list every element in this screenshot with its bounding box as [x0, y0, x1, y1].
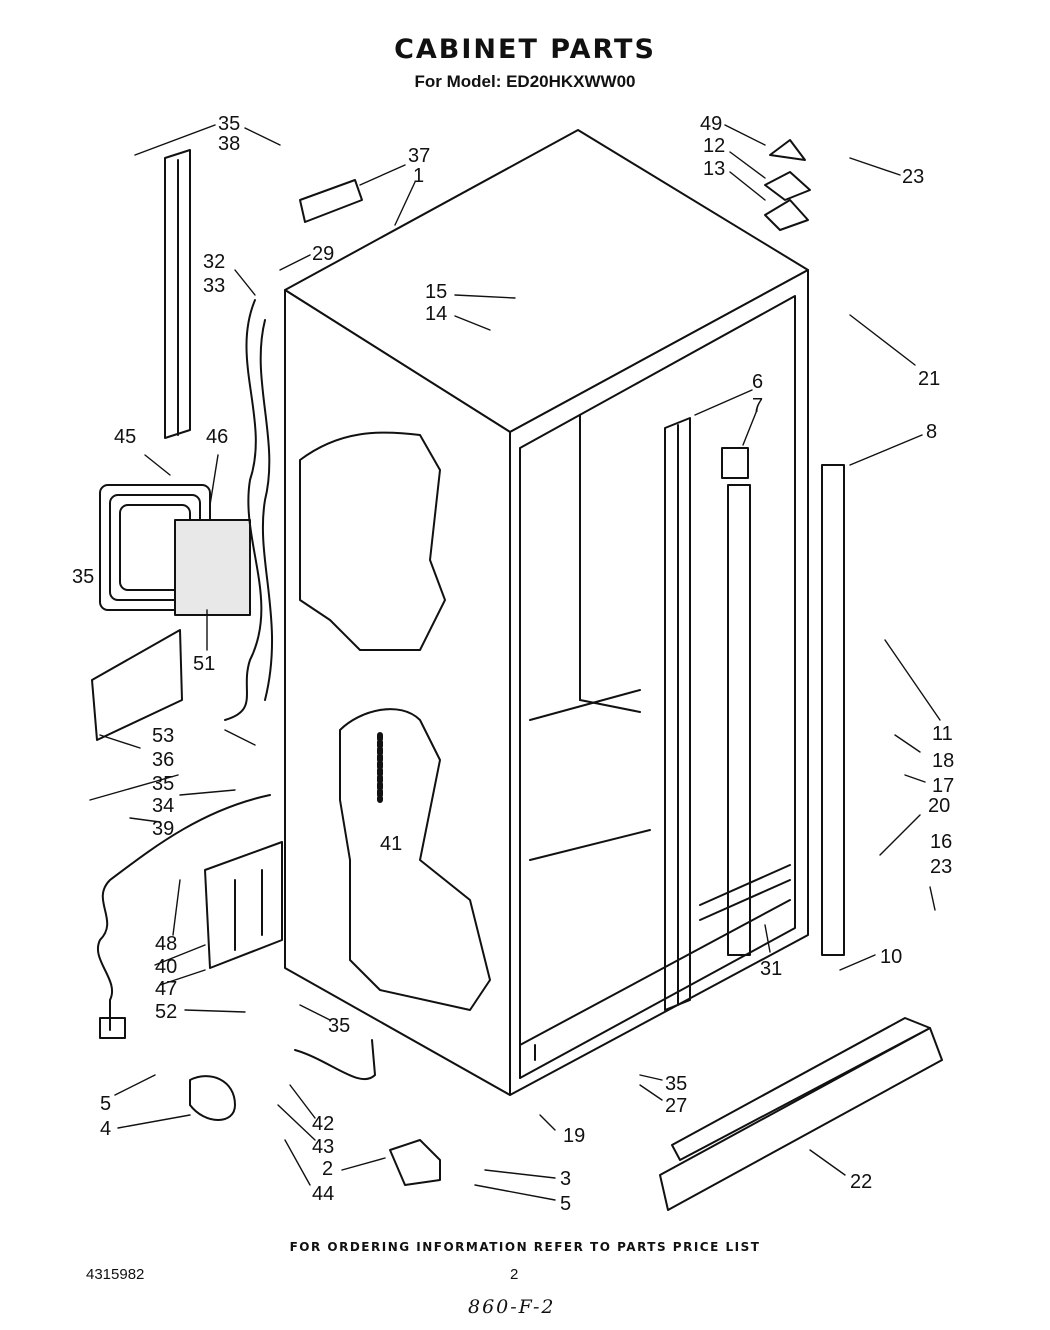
right-trim-strip [821, 464, 845, 956]
callout-label: 35 [152, 773, 174, 795]
callout-label: 7 [752, 395, 763, 417]
callout-label: 22 [850, 1171, 872, 1193]
callout-label: 5 [560, 1193, 571, 1215]
callout-label: 23 [930, 856, 952, 878]
access-cover [91, 629, 183, 741]
callout-label: 1 [413, 165, 424, 187]
evaporator-cutaway [339, 708, 491, 1011]
callout-label: 37 [408, 145, 430, 167]
ordering-instruction: FOR ORDERING INFORMATION REFER TO PARTS … [289, 1240, 761, 1254]
callout-label: 5 [100, 1093, 111, 1115]
callout-label: 48 [155, 933, 177, 955]
callout-label: 34 [152, 795, 174, 817]
callout-label: 40 [155, 956, 177, 978]
callout-label: 35 [665, 1073, 687, 1095]
page-number: 2 [510, 1266, 519, 1283]
callout-label: 3 [560, 1168, 571, 1190]
page-title: CABINET PARTS [394, 34, 656, 65]
handwritten-note: 860-F-2 [468, 1296, 556, 1318]
callout-label: 42 [312, 1113, 334, 1135]
callout-label: 4 [100, 1118, 111, 1140]
leveler-roller [189, 1075, 236, 1121]
callout-label: 46 [206, 426, 228, 448]
callout-label: 11 [932, 723, 953, 745]
base-grille [659, 1027, 943, 1211]
callout-label: 13 [703, 158, 725, 180]
callout-label: 38 [218, 133, 240, 155]
cabinet-body [284, 129, 809, 1096]
wiring-harness [224, 299, 274, 721]
callout-label: 45 [114, 426, 136, 448]
callout-label: 53 [152, 725, 174, 747]
callout-label: 35 [218, 113, 240, 135]
leader-lines [89, 124, 941, 1201]
callout-label: 41 [380, 833, 402, 855]
power-cord [97, 794, 271, 1031]
callout-label: 36 [152, 749, 174, 771]
heater-strip [721, 447, 751, 956]
plug-icon [99, 1017, 126, 1039]
callout-label: 23 [902, 166, 924, 188]
callout-label: 8 [926, 421, 937, 443]
callout-label: 19 [563, 1125, 585, 1147]
callout-label: 2 [322, 1158, 333, 1180]
callout-label: 35 [72, 566, 94, 588]
callout-label: 31 [760, 958, 782, 980]
callout-label: 17 [932, 775, 954, 797]
callout-label: 15 [425, 281, 447, 303]
callout-label: 10 [880, 946, 902, 968]
document-number: 4315982 [86, 1266, 145, 1283]
bottom-hinge [389, 1139, 441, 1186]
callout-label: 43 [312, 1136, 334, 1158]
callout-label: 20 [928, 795, 950, 817]
callout-label: 49 [700, 113, 722, 135]
insulation-pad [174, 519, 251, 616]
callout-label: 12 [703, 135, 725, 157]
callout-label: 16 [930, 831, 952, 853]
callout-label: 39 [152, 818, 174, 840]
callout-label: 44 [312, 1183, 334, 1205]
control-bracket [204, 841, 283, 969]
callout-labels: 35 38 37 1 49 12 13 23 29 32 33 15 14 21… [72, 113, 954, 1215]
callout-label: 52 [155, 1001, 177, 1023]
top-hinge [764, 139, 811, 231]
callout-label: 32 [203, 251, 225, 273]
callout-label: 21 [918, 368, 940, 390]
callout-label: 35 [328, 1015, 350, 1037]
left-trim-strip [164, 149, 191, 439]
callout-label: 51 [193, 653, 215, 675]
callout-label: 33 [203, 275, 225, 297]
callout-label: 27 [665, 1095, 687, 1117]
model-subtitle: For Model: ED20HKXWW00 [414, 72, 636, 91]
insulation-cutaway [299, 431, 446, 651]
callout-label: 14 [425, 303, 447, 325]
drain-hose [294, 1039, 376, 1081]
callout-label: 18 [932, 750, 954, 772]
callout-label: 6 [752, 371, 763, 393]
top-bracket [299, 179, 363, 223]
callout-label: 29 [312, 243, 334, 265]
center-mullion-strip [664, 417, 691, 1011]
callout-label: 47 [155, 978, 177, 1000]
